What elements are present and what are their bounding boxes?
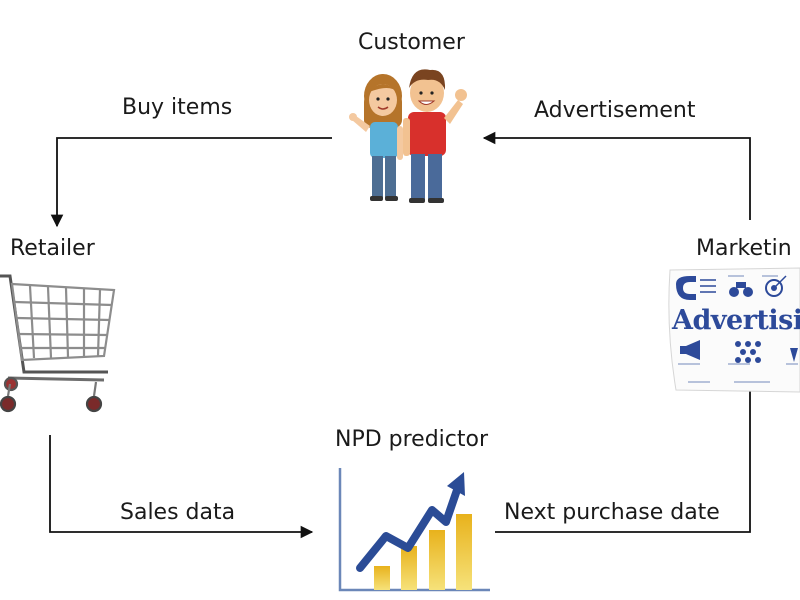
- marketing-label: Marketin: [696, 236, 792, 261]
- shopping-cart-icon: [0, 274, 116, 413]
- boy-figure: [403, 69, 467, 203]
- arrow-marketing-to-customer: [482, 131, 751, 220]
- buy-items-label: Buy items: [122, 95, 233, 120]
- customer-label: Customer: [358, 30, 465, 55]
- advertisement-label: Advertisement: [534, 98, 696, 123]
- retailer-label: Retailer: [10, 236, 95, 261]
- npd-predictor-label: NPD predictor: [335, 427, 489, 452]
- girl-figure: [349, 74, 403, 201]
- next-purchase-date-label: Next purchase date: [504, 500, 720, 525]
- arrow-predictor-to-marketing: [495, 376, 757, 533]
- growth-chart-icon: [338, 468, 490, 592]
- customers-icon: [349, 69, 467, 203]
- sales-data-label: Sales data: [120, 500, 236, 525]
- advertising-headline: Advertisin: [672, 305, 800, 336]
- arrow-retailer-to-predictor: [49, 435, 314, 539]
- arrow-customer-to-retailer: [50, 137, 332, 228]
- advertising-collage-icon: [668, 267, 800, 393]
